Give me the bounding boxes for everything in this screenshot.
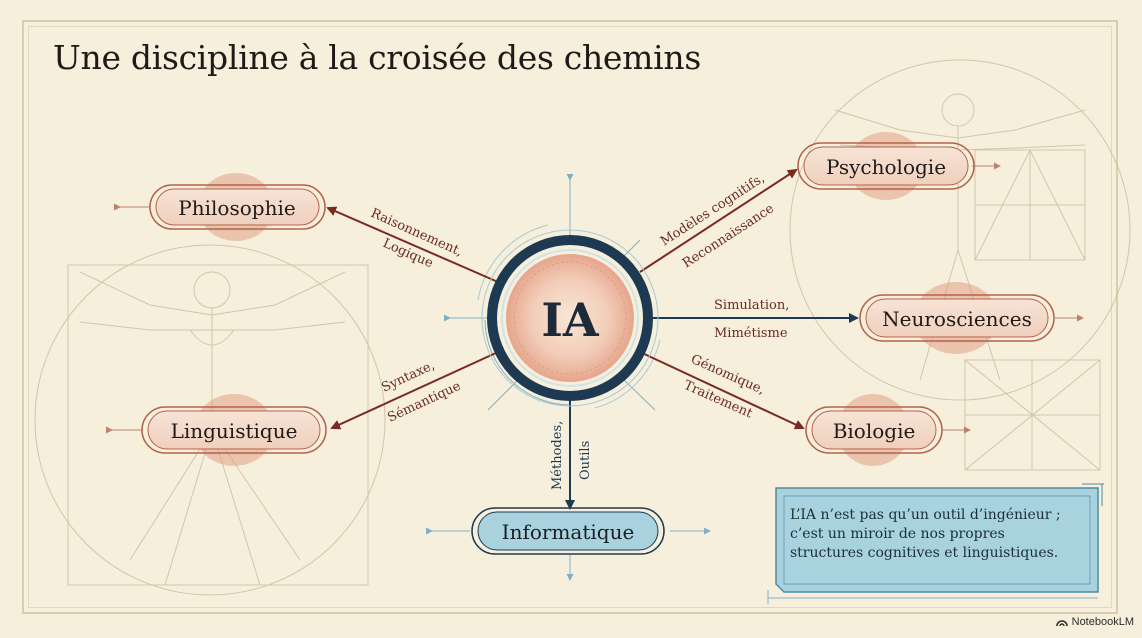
edge-philosophie (326, 206, 499, 283)
node-label-neurosciences: Neurosciences (882, 307, 1032, 331)
quote-box (767, 483, 1104, 604)
edge-label-neurosciences-1: Simulation, (714, 298, 789, 313)
outer-frame (22, 20, 1118, 614)
brand-watermark: NotebookLM (1055, 616, 1134, 628)
notebooklm-logo-icon (1055, 620, 1068, 627)
node-label-informatique: Informatique (502, 520, 635, 544)
node-label-philosophie: Philosophie (178, 196, 295, 220)
center-label: IA (541, 293, 600, 347)
node-neurosciences[interactable]: Neurosciences (859, 282, 1084, 354)
vitruvian-sketch-right (789, 59, 1131, 471)
node-informatique[interactable]: Informatique (471, 507, 665, 555)
edge-biologie (639, 351, 805, 430)
edge-psychologie (639, 168, 798, 273)
node-linguistique[interactable]: Linguistique (106, 394, 327, 466)
edges (326, 168, 859, 510)
quote-line-1: L’IA n’est pas qu’un outil d’ingénieur ; (790, 507, 1061, 523)
slide-title: Une discipline à la croisée des chemins (53, 38, 701, 77)
quote-line-2: c’est un miroir de nos propres (790, 526, 1005, 542)
edge-label-informatique-2: Outils (578, 441, 593, 480)
quote-line-3: structures cognitives et linguistiques. (790, 545, 1059, 561)
brand-label: NotebookLM (1071, 616, 1134, 628)
node-label-biologie: Biologie (833, 419, 916, 443)
node-philosophie[interactable]: Philosophie (114, 173, 326, 241)
inner-frame (28, 26, 1112, 608)
node-label-linguistique: Linguistique (171, 419, 298, 443)
node-psychologie[interactable]: Psychologie (797, 132, 1001, 200)
node-label-psychologie: Psychologie (826, 155, 946, 179)
edge-linguistique (330, 351, 499, 430)
edge-label-informatique-1: Méthodes, (550, 421, 565, 490)
edge-label-linguistique-1: Syntaxe, (379, 358, 437, 396)
quote-text: L’IA n’est pas qu’un outil d’ingénieur ;… (790, 506, 1078, 584)
center-node[interactable]: IA (481, 229, 659, 407)
edge-label-neurosciences-2: Mimétisme (714, 326, 788, 341)
node-biologie[interactable]: Biologie (805, 394, 971, 466)
